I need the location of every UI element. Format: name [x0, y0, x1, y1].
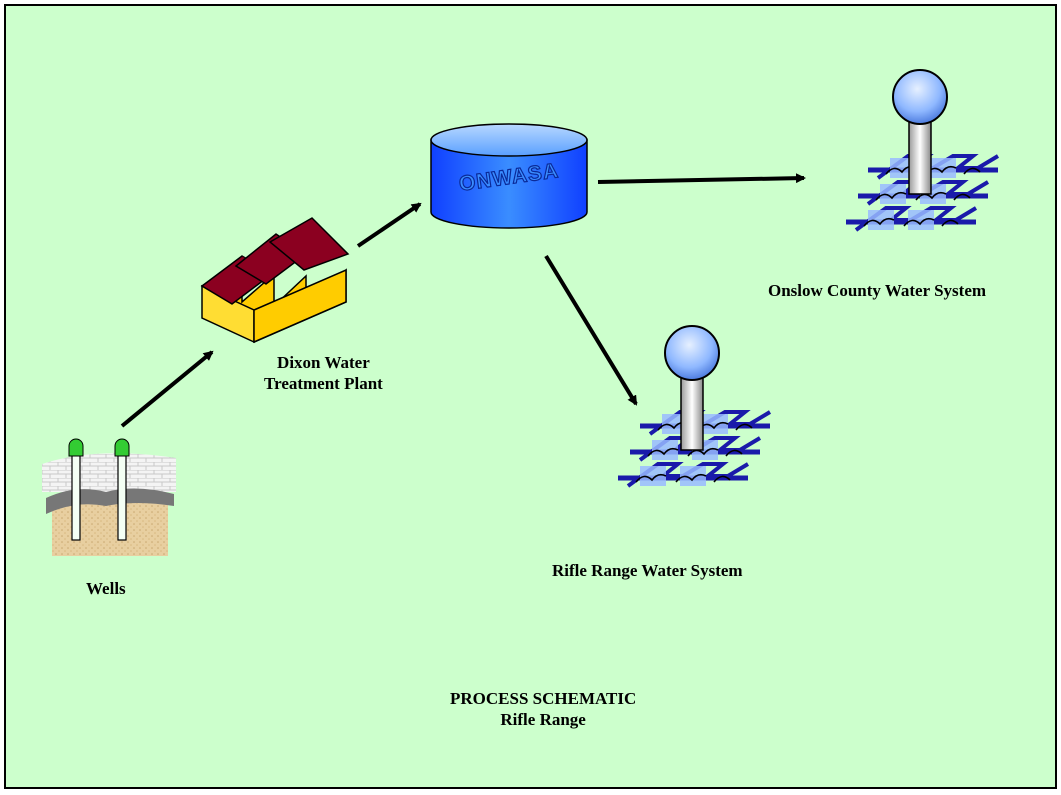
- dixon-label-line1: Dixon Water: [277, 353, 370, 372]
- dixon-label-line2: Treatment Plant: [264, 374, 383, 393]
- rifle-range-water-tower-icon: [618, 326, 770, 486]
- onslow-label: Onslow County Water System: [768, 281, 987, 300]
- title-line1: PROCESS SCHEMATIC: [450, 689, 637, 708]
- arrow-onwasa-to-onslow: [597, 173, 806, 184]
- wells-label: Wells: [86, 579, 126, 598]
- wells-icon: [42, 438, 176, 556]
- onslow-water-tower-icon: [846, 70, 998, 230]
- schematic-title: PROCESS SCHEMATIC Rifle Range: [450, 688, 636, 730]
- flow-arrows: [120, 173, 806, 428]
- arrow-onwasa-to-rifle: [544, 254, 638, 406]
- schematic-canvas: ONWASA: [42, 6, 1055, 556]
- rifle-range-label: Rifle Range Water System: [552, 561, 743, 580]
- arrow-wells-to-plant: [120, 350, 214, 428]
- dixon-label: Dixon Water Treatment Plant: [264, 352, 383, 394]
- arrow-plant-to-onwasa: [356, 202, 422, 248]
- treatment-plant-icon: [200, 217, 350, 344]
- diagram-frame: ONWASA Wells Dixon Water Treatment Plant…: [4, 4, 1057, 789]
- onwasa-tank-icon: ONWASA: [430, 123, 588, 229]
- title-line2: Rifle Range: [500, 710, 586, 729]
